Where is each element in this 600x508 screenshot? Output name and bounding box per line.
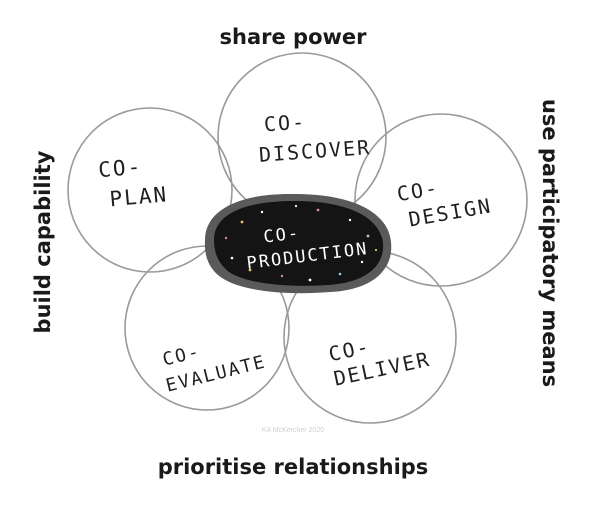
sprinkle-dot — [366, 234, 370, 238]
label-left: build capability — [31, 150, 55, 333]
label-right: use participatory means — [538, 99, 562, 387]
co-plan-line2: PLAN — [109, 182, 169, 211]
circle-co-plan — [67, 107, 233, 273]
sprinkle-dot — [360, 260, 364, 264]
sprinkle-dot — [224, 236, 228, 240]
sprinkle-dot — [316, 208, 320, 212]
sprinkle-dot — [260, 210, 264, 214]
sprinkle-dot — [308, 278, 312, 282]
blob-sprinkles — [224, 204, 378, 282]
sprinkle-dot — [240, 220, 244, 224]
sprinkle-dot — [230, 256, 234, 260]
sprinkle-dot — [248, 268, 252, 272]
co-design-line1: CO- — [395, 175, 441, 206]
credit-text: KA McKercher 2020 — [262, 427, 324, 434]
label-top: share power — [220, 25, 368, 49]
sprinkle-dot — [294, 204, 298, 208]
sprinkle-dot — [374, 248, 378, 252]
circle-co-design — [354, 113, 528, 287]
sprinkle-dot — [280, 274, 284, 278]
label-bottom: prioritise relationships — [158, 455, 429, 479]
co-production-line1: CO- — [262, 223, 301, 247]
co-evaluate-line1: CO- — [160, 341, 202, 371]
co-discover-line1: CO- — [263, 110, 307, 137]
co-discover-line2: DISCOVER — [258, 135, 372, 167]
co-plan-line1: CO- — [97, 154, 143, 182]
sprinkle-dot — [348, 218, 352, 222]
sprinkle-dot — [338, 272, 342, 276]
co-production-blob — [214, 200, 384, 286]
